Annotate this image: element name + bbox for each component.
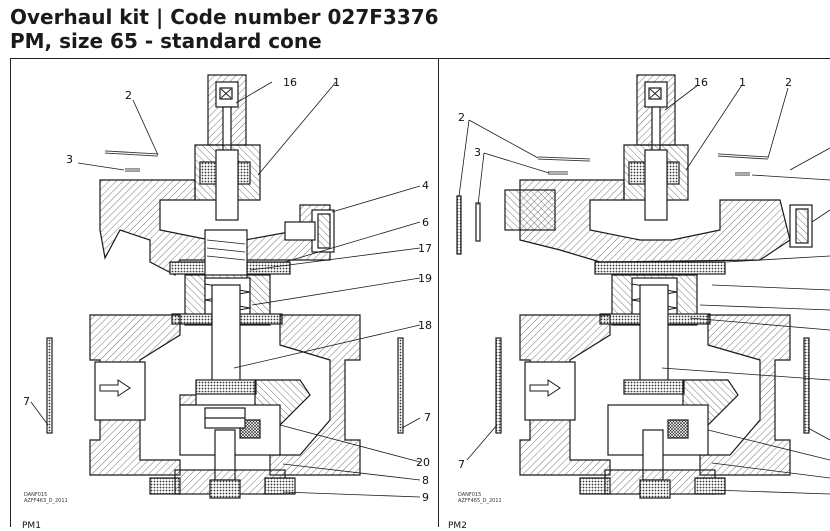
left-drawing-code: DANF015 AZFF463_D_2011 — [24, 492, 68, 504]
right-callout-2a: 2 — [785, 76, 792, 89]
right-valve — [456, 74, 813, 499]
left-callout-3: 3 — [66, 153, 73, 166]
left-callout-6: 6 — [422, 216, 429, 229]
right-drawing-code-1: DANF015 — [458, 492, 482, 498]
left-callout-20: 20 — [416, 456, 430, 469]
left-callout-7b: 7 — [424, 411, 431, 424]
left-drawing-code-2: AZFF463_D_2011 — [24, 498, 68, 504]
left-callout-16: 16 — [283, 76, 297, 89]
left-top-cap — [207, 74, 247, 168]
page-subtitle: PM, size 65 - standard cone — [10, 29, 322, 53]
right-callout-2b: 2 — [458, 111, 465, 124]
page-title: Overhaul kit | Code number 027F3376 — [10, 5, 439, 29]
right-callout-3: 3 — [474, 146, 481, 159]
right-drawing-code-2: AZFF465_D_2011 — [458, 498, 502, 504]
right-view-panel — [439, 58, 830, 527]
left-callouts: 16 1 2 3 4 6 17 19 18 7 7 20 8 9 — [23, 76, 432, 504]
left-figure-caption: PM1 — [22, 521, 41, 531]
left-callout-2: 2 — [125, 89, 132, 102]
left-callout-8: 8 — [422, 474, 429, 487]
right-callout-1: 1 — [739, 76, 746, 89]
left-drawing-code-1: DANF015 — [24, 492, 48, 498]
right-callouts: 16 1 2 2 3 7 — [458, 76, 792, 471]
right-leader-lines — [458, 84, 830, 495]
left-leader-lines — [30, 81, 421, 498]
left-valve — [46, 74, 404, 499]
right-drawing-code: DANF015 AZFF465_D_2011 — [458, 492, 502, 504]
left-callout-1: 1 — [333, 76, 340, 89]
right-figure-caption: PM2 — [448, 521, 467, 531]
left-callout-7a: 7 — [23, 395, 30, 408]
left-callout-18: 18 — [418, 319, 432, 332]
left-view-panel — [10, 58, 439, 527]
right-callout-16: 16 — [694, 76, 708, 89]
left-callout-19: 19 — [418, 272, 432, 285]
left-callout-4: 4 — [422, 179, 429, 192]
left-callout-9: 9 — [422, 491, 429, 504]
left-callout-17: 17 — [418, 242, 432, 255]
left-top-cover — [99, 179, 331, 276]
right-callout-7: 7 — [458, 458, 465, 471]
